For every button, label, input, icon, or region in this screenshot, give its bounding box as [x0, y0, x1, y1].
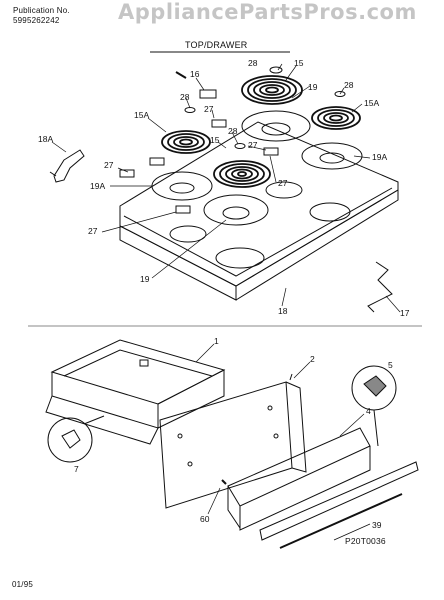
callout-28-center: 28 [228, 126, 238, 136]
detail-circle-5 [351, 365, 397, 447]
drip-bowl-front [203, 194, 269, 226]
cooktop-panel [119, 121, 399, 301]
callout-19-lower: 19 [140, 274, 150, 284]
callout-28-top: 28 [248, 58, 258, 68]
callout-19a-right: 19A [372, 152, 387, 162]
callout-1: 1 [214, 336, 219, 346]
publication-number: 5995262242 [13, 16, 60, 25]
callout-18a: 18A [38, 134, 53, 144]
drawer-front-panel [159, 373, 307, 509]
drip-bowl-right [301, 142, 363, 170]
callout-27-lower: 27 [88, 226, 98, 236]
callout-60: 60 [200, 514, 210, 524]
callout-18: 18 [278, 306, 288, 316]
publication-label: Publication No. [13, 6, 70, 15]
watermark: AppliancePartsPros.com [118, 0, 417, 24]
callout-7: 7 [74, 464, 79, 474]
drip-bowl-left [151, 171, 213, 201]
surface-element-left [161, 130, 211, 154]
callout-39: 39 [372, 520, 382, 530]
callout-28-right: 28 [344, 80, 354, 90]
drip-bowl-rear [241, 110, 311, 142]
callout-27-mid: 27 [278, 178, 288, 188]
callout-27-left: 27 [104, 160, 114, 170]
surface-element-rear-large [241, 75, 303, 105]
callout-28-left: 28 [180, 92, 190, 102]
callout-17: 17 [400, 308, 410, 318]
callout-15-center: 15 [210, 135, 220, 145]
callout-16: 16 [190, 69, 200, 79]
callout-4: 4 [366, 406, 371, 416]
callout-2: 2 [310, 354, 315, 364]
surface-element-front [213, 160, 271, 188]
callout-15a-right: 15A [364, 98, 379, 108]
detail-circle-7 [47, 415, 105, 463]
callout-19a-left: 19A [90, 181, 105, 191]
section-title: TOP/DRAWER [185, 40, 248, 50]
footer-date: 01/95 [12, 580, 34, 589]
diagram-code: P20T0036 [345, 536, 386, 546]
callout-5: 5 [388, 360, 393, 370]
callout-27-center: 27 [248, 140, 258, 150]
drawer-box [45, 339, 226, 445]
callout-15-top: 15 [294, 58, 304, 68]
drawer-outer-panel [227, 427, 419, 549]
surface-element-right [311, 106, 361, 130]
callout-19-top: 19 [308, 82, 318, 92]
callout-15a-left: 15A [134, 110, 149, 120]
callout-27-upper: 27 [204, 104, 214, 114]
